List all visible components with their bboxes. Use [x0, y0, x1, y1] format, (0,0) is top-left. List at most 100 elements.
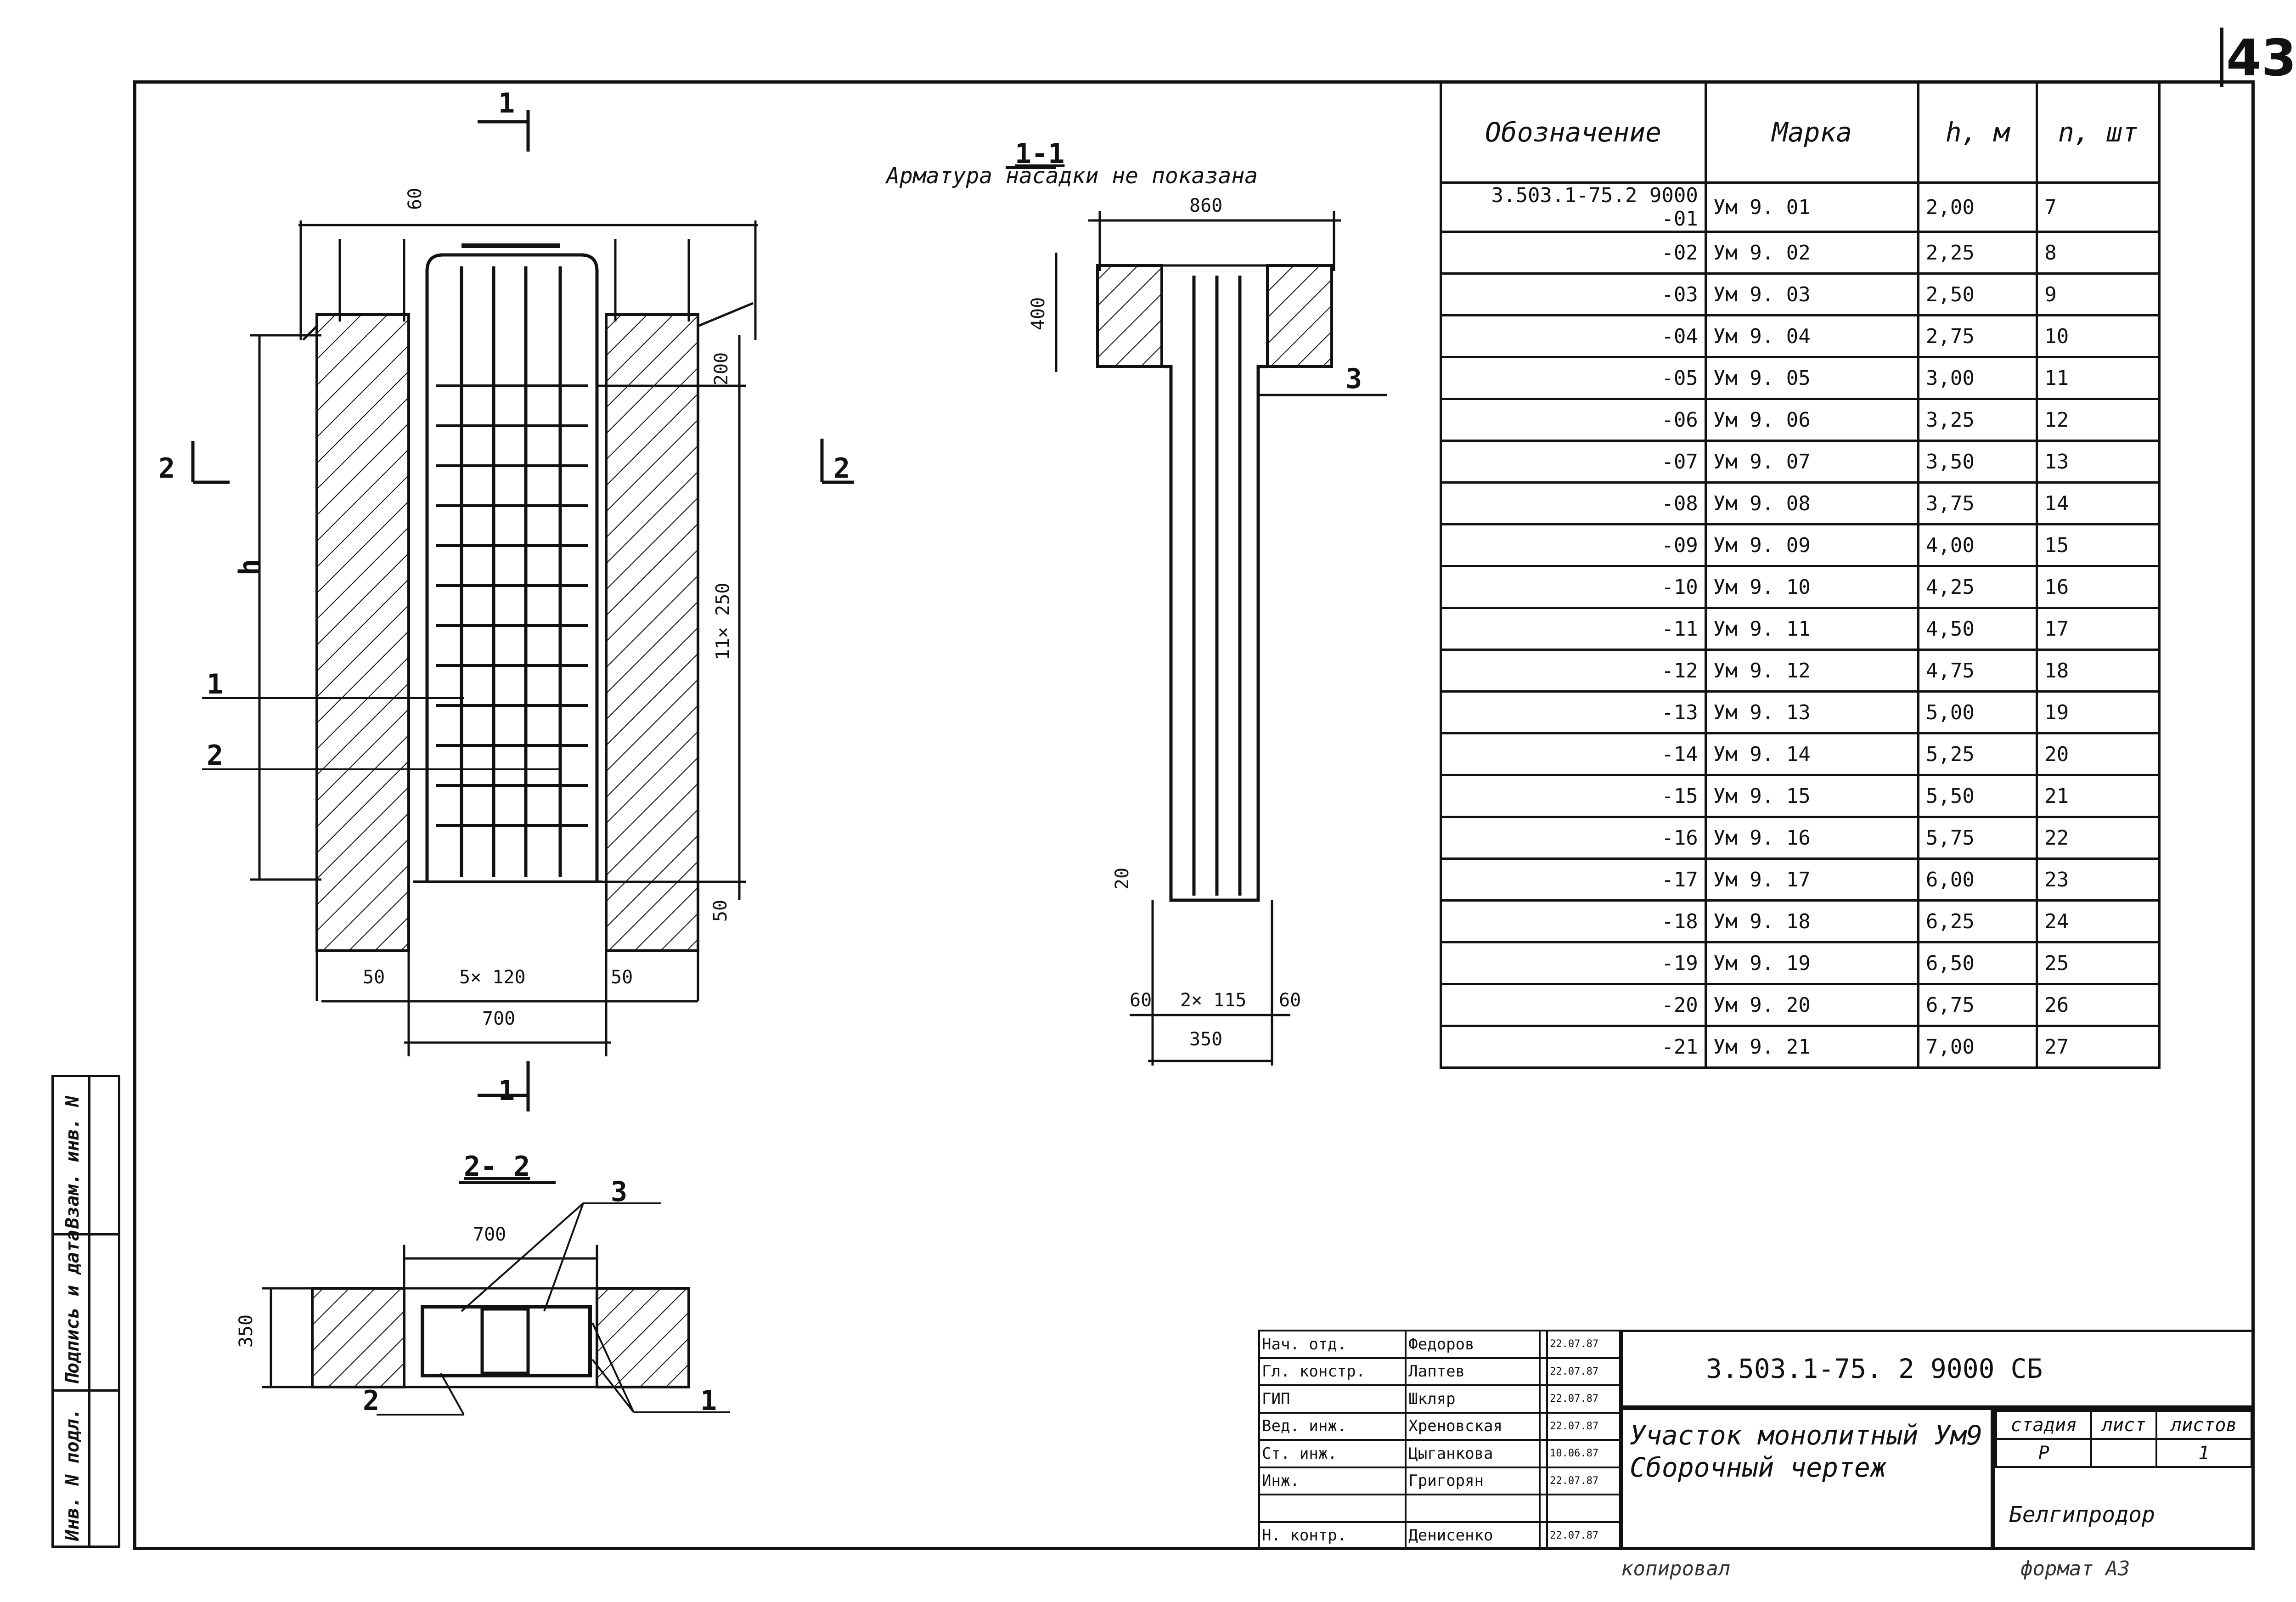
- side-stamp-inv-no: Инв. N подл.: [62, 1408, 83, 1541]
- spec-mark: Ум 9. 09: [1704, 523, 1919, 567]
- dim-50-left: 50: [363, 967, 385, 988]
- right-wall-hatch: [605, 313, 699, 952]
- spec-designation: -18: [1440, 899, 1707, 943]
- stage-block: стадия лист листов Р 1 Белгипродор: [1993, 1408, 2255, 1550]
- section-1-marker-bottom: 1: [498, 1075, 515, 1107]
- copied-label: копировал: [1621, 1557, 1731, 1580]
- section-1-1-note: Арматура насадки не показана: [886, 163, 1258, 189]
- spec-designation: -10: [1440, 565, 1707, 609]
- spec-n: 19: [2036, 690, 2161, 734]
- section-1-marker-top: 1: [498, 87, 515, 119]
- spec-n: 27: [2036, 1025, 2161, 1069]
- stage-value: Р: [1995, 1438, 2093, 1468]
- section-1-1-title: 1-1: [1015, 138, 1065, 170]
- dim-50-right: 50: [710, 899, 732, 922]
- spec-mark: Ум 9. 12: [1704, 649, 1919, 693]
- spec-mark: Ум 9. 18: [1704, 899, 1919, 943]
- signature-mark: [1538, 1357, 1548, 1386]
- spec-n: 10: [2036, 314, 2161, 358]
- spec-mark: Ум 9. 16: [1704, 816, 1919, 860]
- signature-role: Ст. инж.: [1258, 1439, 1407, 1468]
- dim-50-right-bottom: 50: [611, 967, 633, 988]
- section-2-marker-right: 2: [833, 452, 850, 485]
- dim-5x120: 5× 120: [459, 967, 526, 988]
- spec-n: 22: [2036, 816, 2161, 860]
- callout-3-plan: 3: [611, 1176, 628, 1208]
- spec-designation: -07: [1440, 440, 1707, 484]
- spec-mark: Ум 9. 19: [1704, 941, 1919, 985]
- sheet-value: [2090, 1438, 2157, 1468]
- spec-header-row: Обозначение Марка h, м n, шт: [1440, 80, 2161, 184]
- spec-n: 20: [2036, 732, 2161, 776]
- spec-h: 6,75: [1917, 983, 2038, 1027]
- spec-n: 25: [2036, 941, 2161, 985]
- spec-designation: -14: [1440, 732, 1707, 776]
- spec-header-h: h, м: [1917, 80, 2038, 184]
- spec-designation: -11: [1440, 607, 1707, 651]
- spec-designation: -03: [1440, 272, 1707, 316]
- spec-mark: Ум 9. 21: [1704, 1025, 1919, 1069]
- signature-role: Н. контр.: [1258, 1521, 1407, 1550]
- spec-h: 6,25: [1917, 899, 2038, 943]
- spec-n: 9: [2036, 272, 2161, 316]
- signature-date: 10.06.87: [1546, 1439, 1621, 1468]
- spec-h: 7,00: [1917, 1025, 2038, 1069]
- spec-designation: -13: [1440, 690, 1707, 734]
- dim-860: 860: [1189, 195, 1223, 216]
- spec-designation: -17: [1440, 857, 1707, 902]
- signature-name: Лаптев: [1405, 1357, 1541, 1386]
- spec-designation: -16: [1440, 816, 1707, 860]
- drawing-frame: [133, 80, 2255, 1550]
- elevation-view: [191, 110, 854, 1111]
- dim-700-plan: 700: [473, 1224, 506, 1245]
- dim-11x250: 11× 250: [712, 582, 734, 660]
- dim-60-left: 60: [1130, 990, 1152, 1011]
- spec-header-designation: Обозначение: [1440, 80, 1707, 184]
- spec-mark: Ум 9. 14: [1704, 732, 1919, 776]
- spec-n: 13: [2036, 440, 2161, 484]
- signature-date: 22.07.87: [1546, 1357, 1621, 1386]
- signature-name: [1405, 1494, 1541, 1523]
- document-title-line-1: Участок монолитный Ум9: [1630, 1420, 1983, 1451]
- spec-h: 2,25: [1917, 231, 2038, 275]
- spec-mark: Ум 9. 03: [1704, 272, 1919, 316]
- spec-n: 23: [2036, 857, 2161, 902]
- spec-designation: -06: [1440, 398, 1707, 442]
- spec-n: 21: [2036, 774, 2161, 818]
- signature-row: [1258, 1494, 1621, 1523]
- spec-designation: -12: [1440, 649, 1707, 693]
- signature-date: [1546, 1494, 1621, 1523]
- spec-header-mark: Марка: [1704, 80, 1919, 184]
- spec-mark: Ум 9. 07: [1704, 440, 1919, 484]
- spec-h: 4,50: [1917, 607, 2038, 651]
- spec-n: 11: [2036, 356, 2161, 400]
- dim-2x115: 2× 115: [1180, 990, 1247, 1011]
- spec-h: 2,75: [1917, 314, 2038, 358]
- spec-mark: Ум 9. 13: [1704, 690, 1919, 734]
- spec-n: 15: [2036, 523, 2161, 567]
- spec-designation: -09: [1440, 523, 1707, 567]
- format-label: формат А3: [2020, 1557, 2130, 1580]
- spec-n: 14: [2036, 481, 2161, 525]
- side-stamp-replaced-inv: Взам. инв. N: [62, 1096, 83, 1229]
- spec-n: 18: [2036, 649, 2161, 693]
- signature-role: ГИП: [1258, 1384, 1407, 1414]
- document-code: 3.503.1-75. 2 9000 СБ: [1621, 1330, 2255, 1408]
- spec-designation: -20: [1440, 983, 1707, 1027]
- signature-role: Гл. констр.: [1258, 1357, 1407, 1386]
- spec-h: 2,50: [1917, 272, 2038, 316]
- spec-h: 6,00: [1917, 857, 2038, 902]
